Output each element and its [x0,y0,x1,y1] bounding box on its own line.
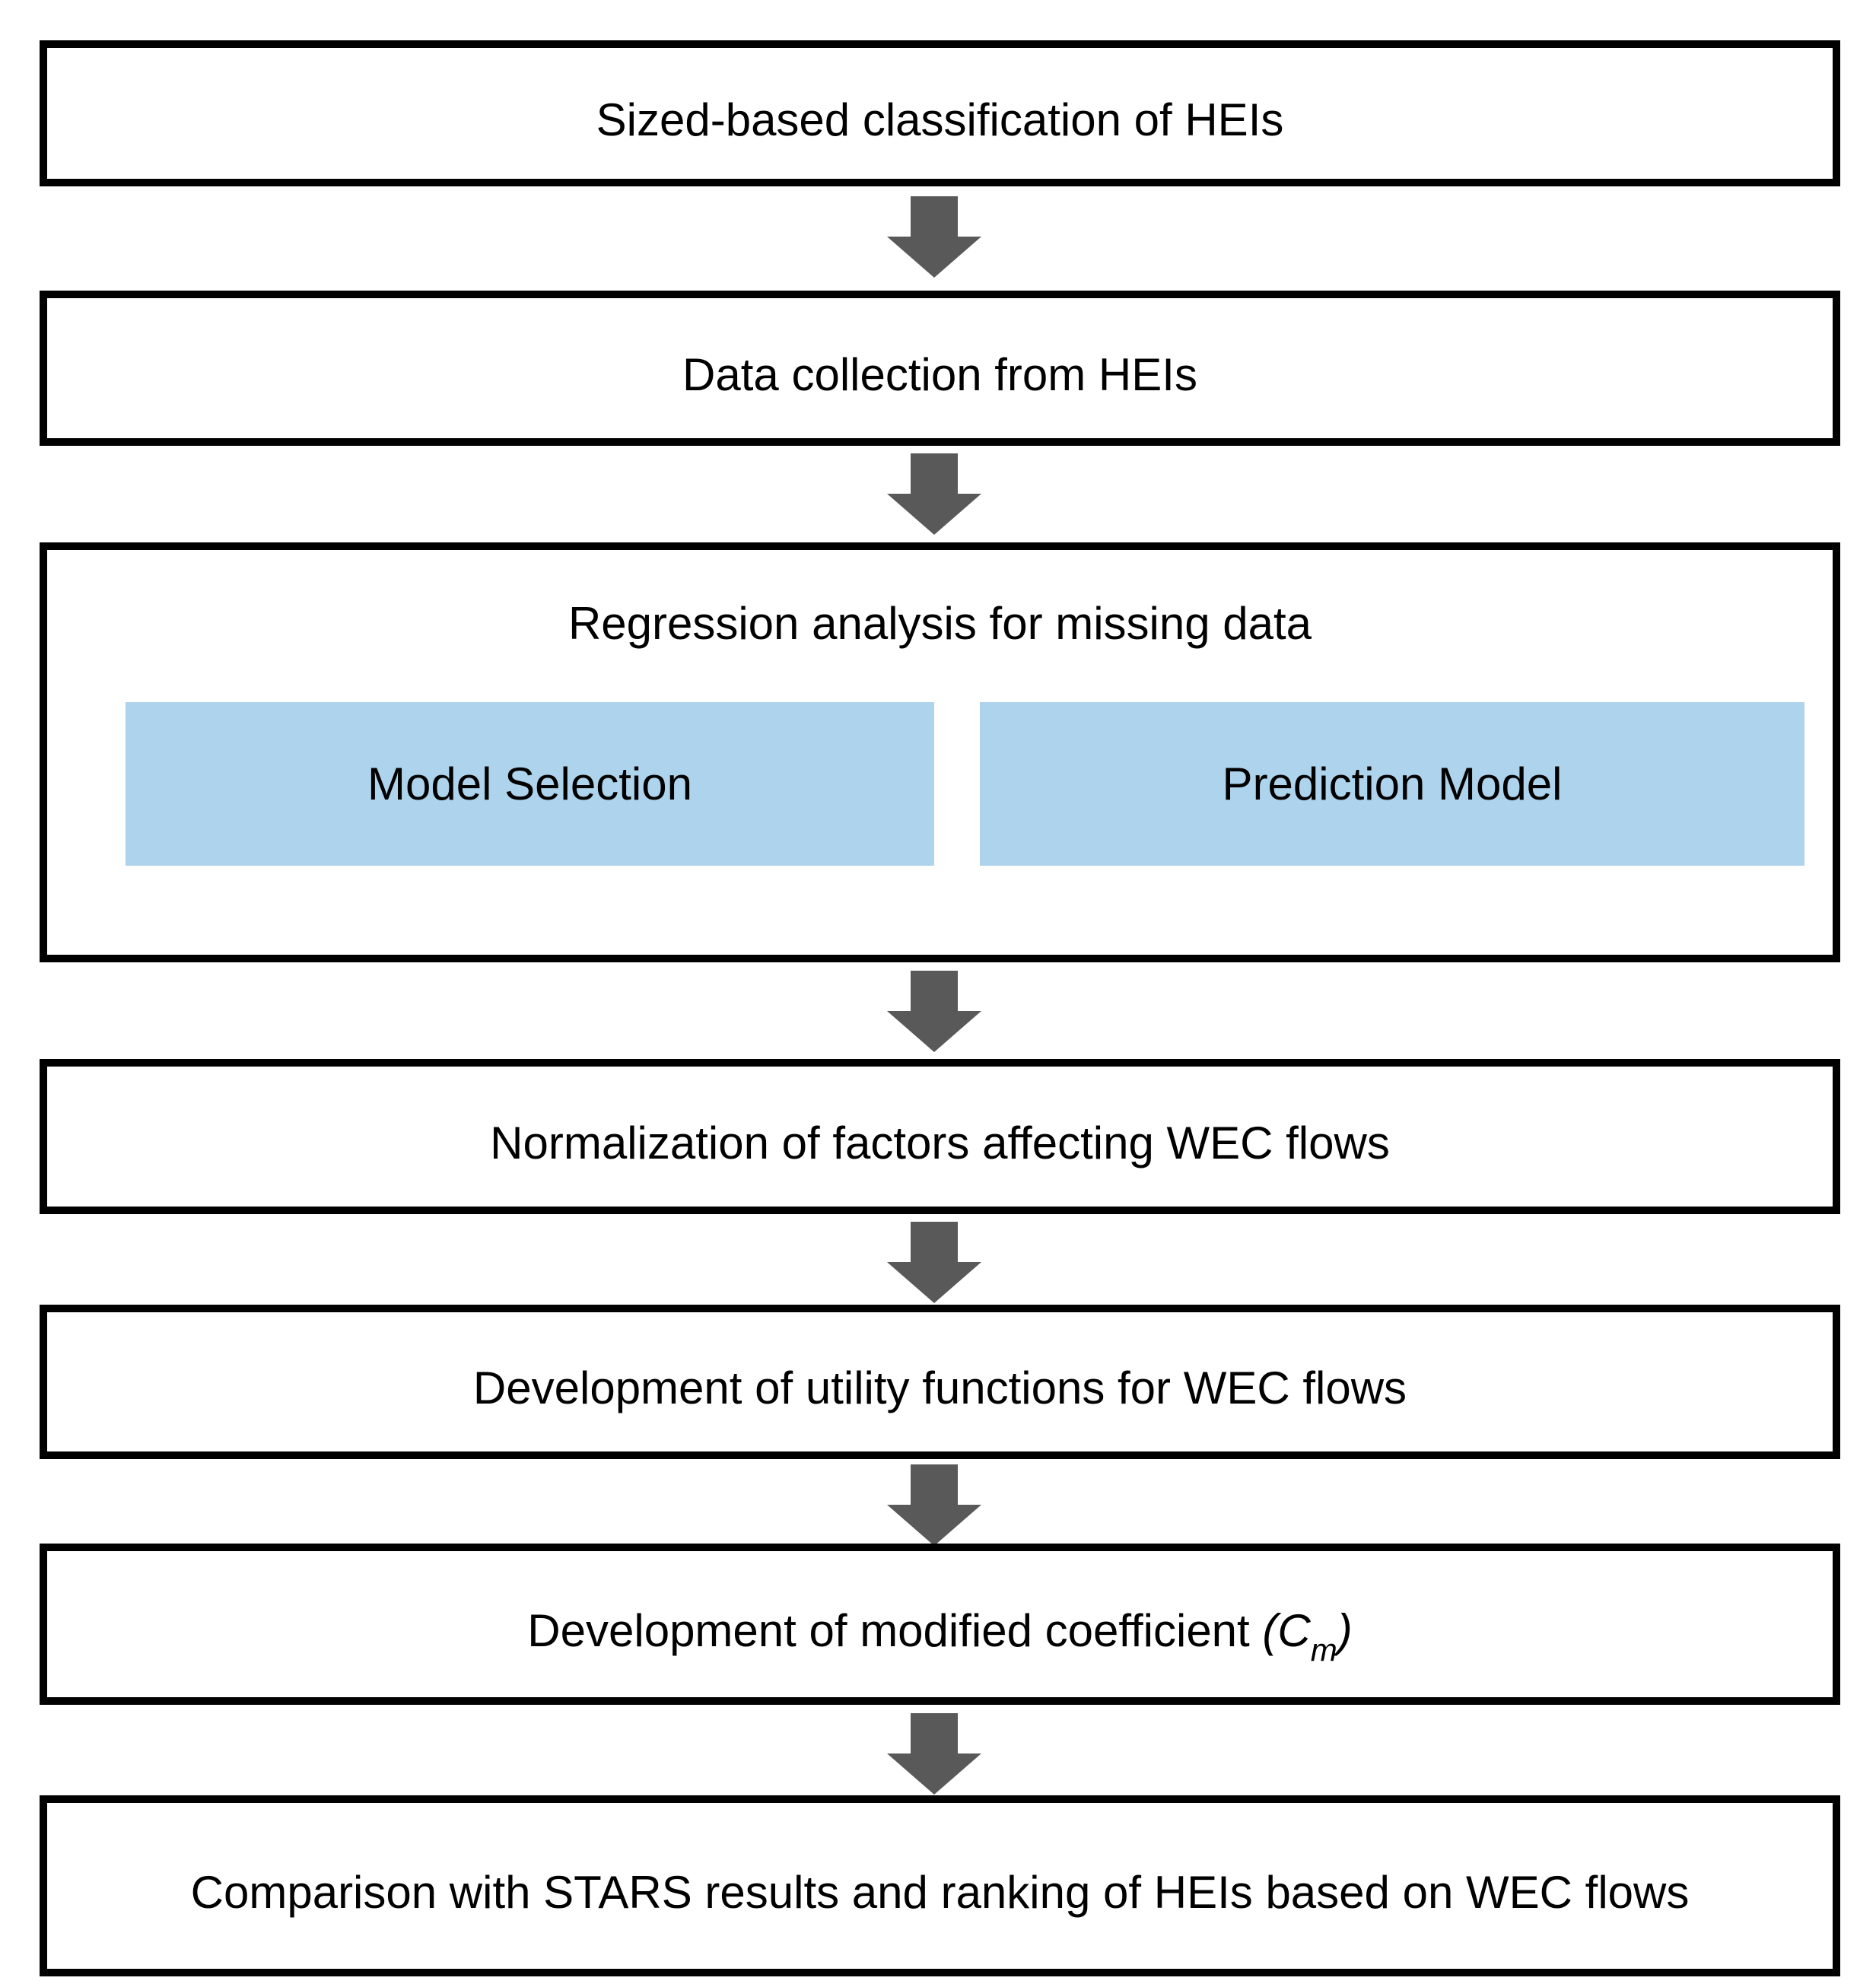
arrow-stem [911,1464,958,1505]
arrow-head [887,494,981,535]
step-modified-coefficient: Development of modified coefficient (Cm) [40,1544,1840,1705]
step-size-based-classification: Sized-based classification of HEIs [40,40,1840,186]
step-regression-analysis: Regression analysis for missing data Mod… [40,542,1840,962]
arrow-head [887,1011,981,1052]
prediction-model-label: Prediction Model [1222,758,1563,809]
prediction-model-box: Prediction Model [980,702,1804,866]
step-utility-functions: Development of utility functions for WEC… [40,1305,1840,1459]
down-arrow-icon [887,1222,981,1303]
step-label: Sized-based classification of HEIs [596,94,1284,145]
arrow-head [887,1753,981,1795]
step-label: Comparison with STARS results and rankin… [190,1866,1690,1918]
coefficient-prefix: Development of modified coefficient [527,1604,1263,1656]
down-arrow-icon [887,453,981,535]
step-stars-comparison: Comparison with STARS results and rankin… [40,1795,1840,1976]
arrow-head [887,1262,981,1303]
arrow-head [887,237,981,278]
arrow-stem [911,453,958,494]
regression-title: Regression analysis for missing data [568,598,1312,649]
arrow-stem [911,971,958,1011]
step-label: Data collection from HEIs [682,348,1197,400]
down-arrow-icon [887,1464,981,1546]
model-selection-label: Model Selection [367,758,692,809]
step-normalization: Normalization of factors affecting WEC f… [40,1059,1840,1214]
model-selection-box: Model Selection [126,702,934,866]
arrow-stem [911,1222,958,1262]
step-label: Development of utility functions for WEC… [472,1362,1407,1413]
coefficient-symbol: (Cm) [1262,1604,1353,1668]
down-arrow-icon [887,196,981,278]
down-arrow-icon [887,1713,981,1795]
step-label: Development of modified coefficient (Cm) [527,1604,1353,1668]
arrow-head [887,1505,981,1546]
arrow-stem [911,1713,958,1753]
step-data-collection: Data collection from HEIs [40,291,1840,446]
arrow-stem [911,196,958,237]
step-label: Normalization of factors affecting WEC f… [490,1117,1390,1168]
down-arrow-icon [887,971,981,1052]
